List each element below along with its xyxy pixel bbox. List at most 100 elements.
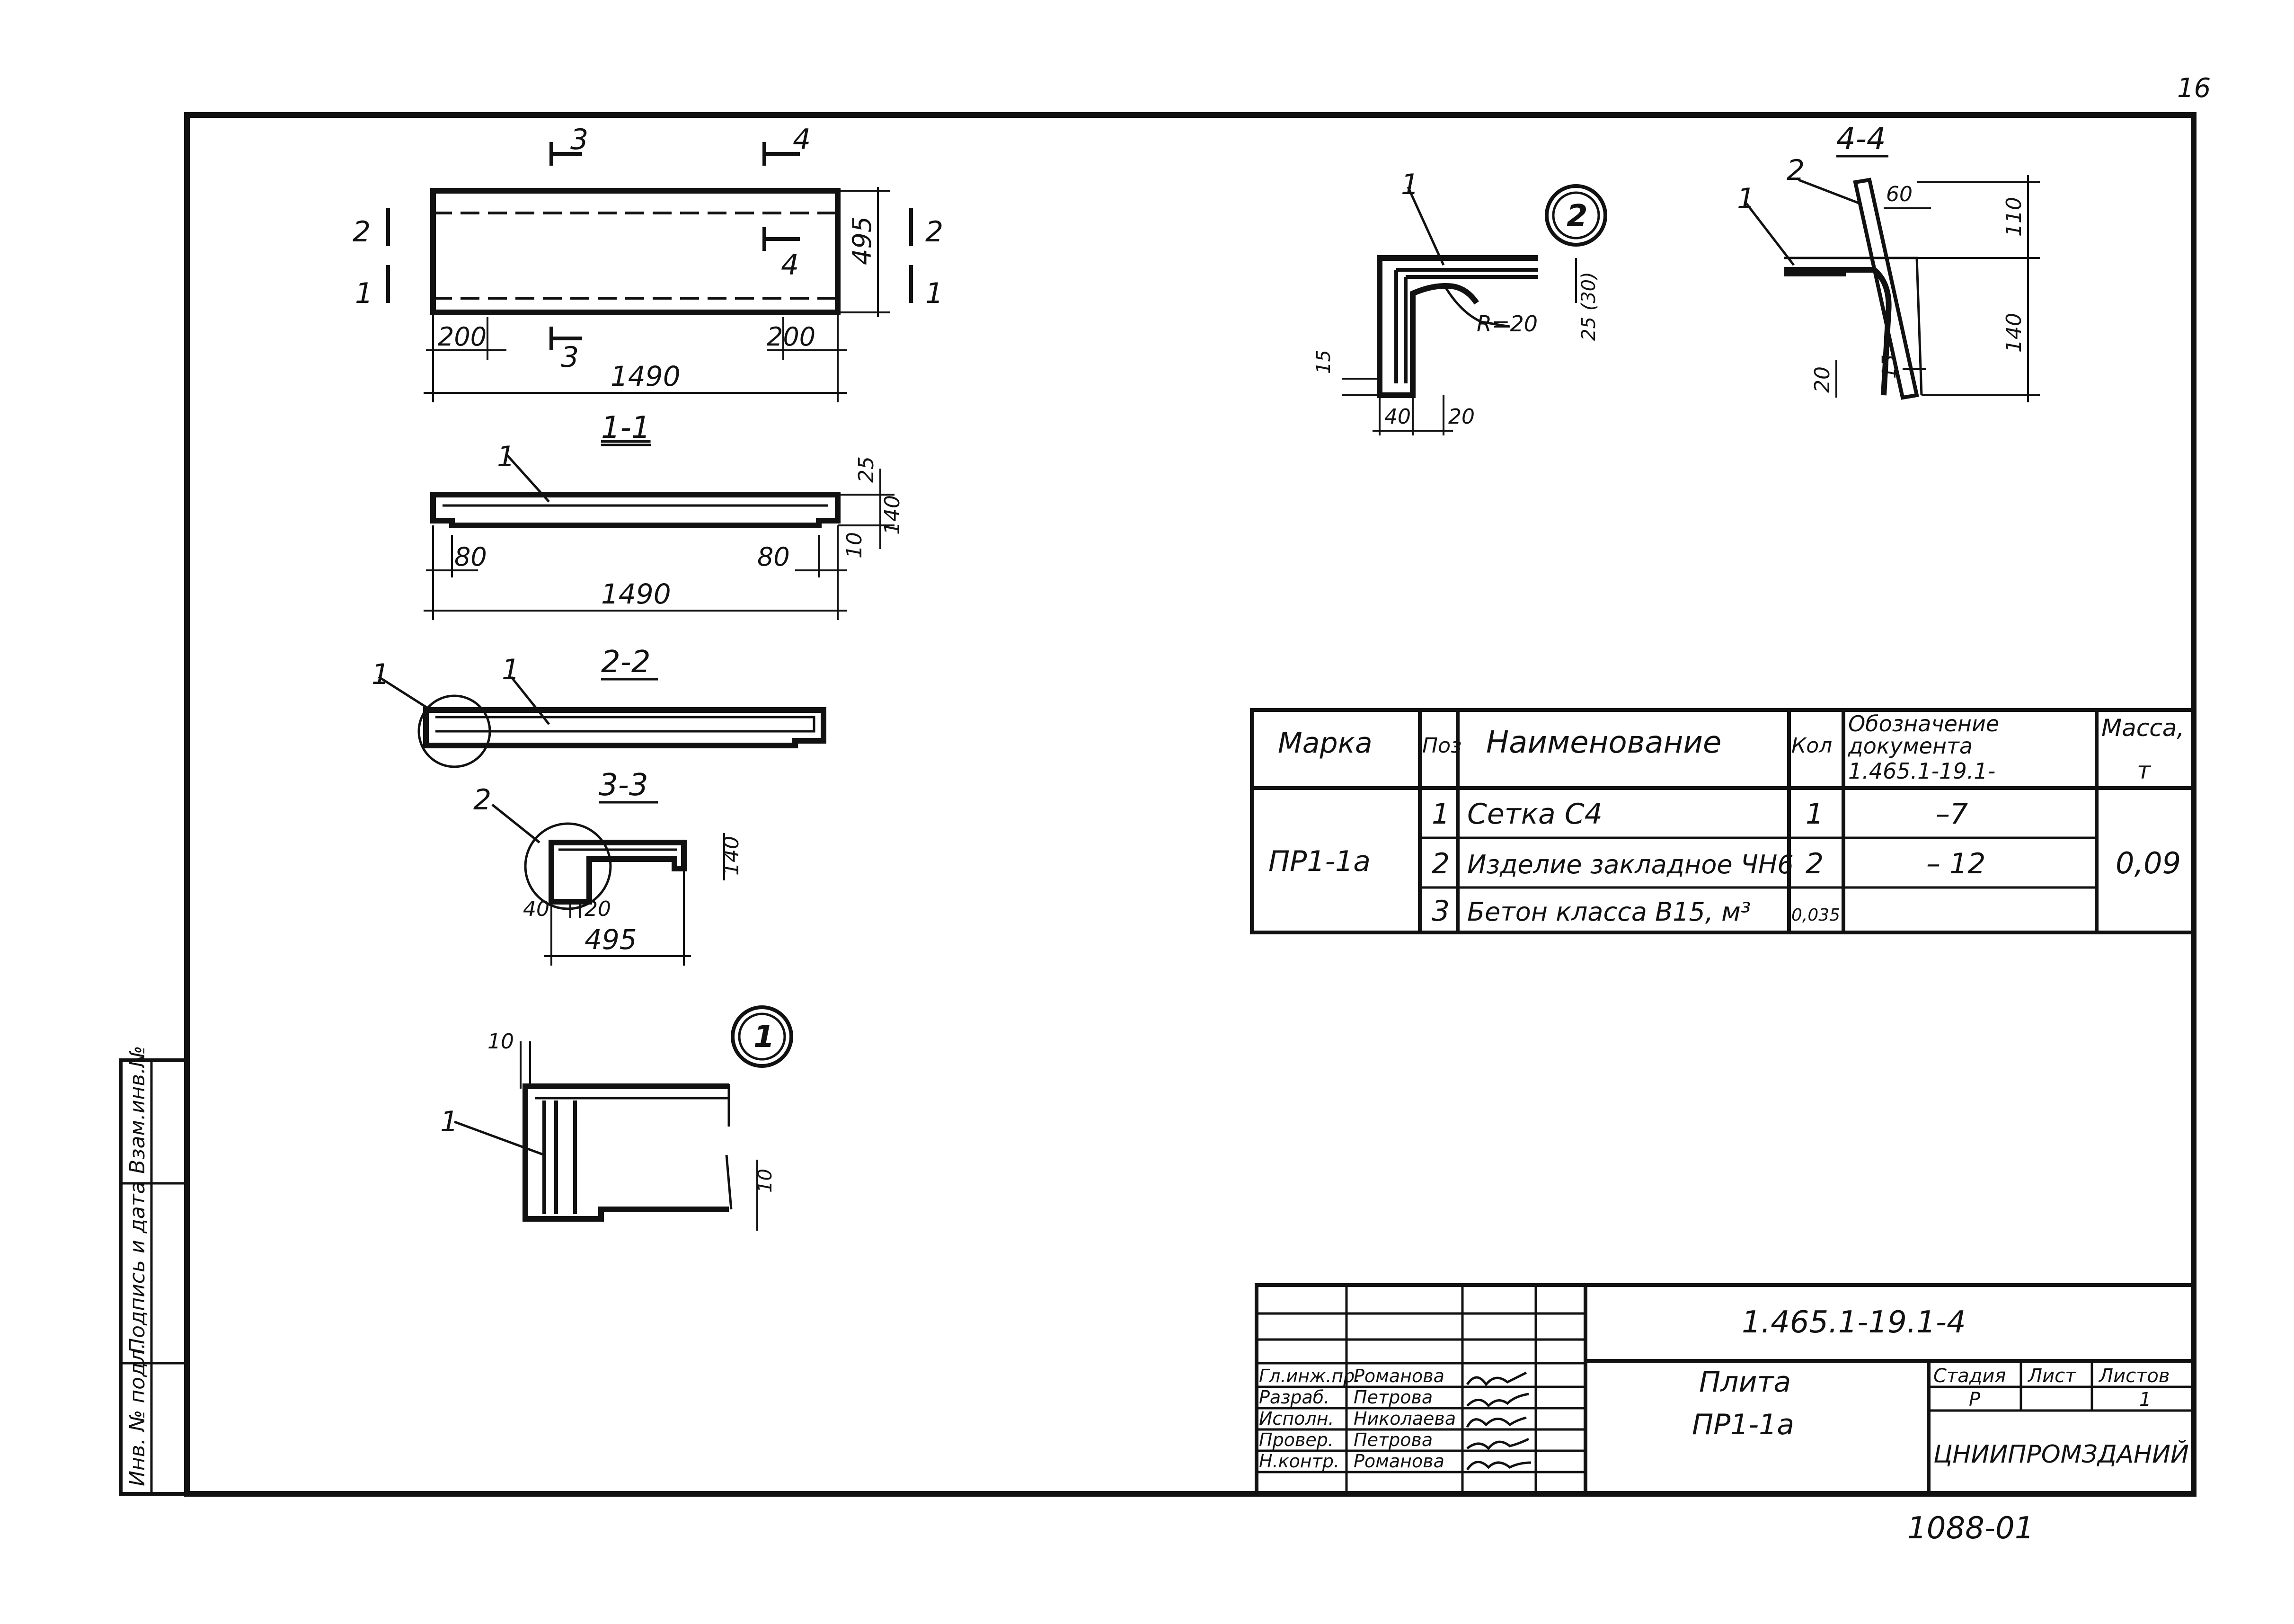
spec-header-qty: Кол xyxy=(1791,734,1832,758)
signer-role: Гл.инж.пр. xyxy=(1259,1366,1360,1386)
spec-header-doc-line3: 1.465.1-19.1- xyxy=(1848,758,1995,784)
page-number: 16 xyxy=(2177,73,2211,104)
list-item: Разраб. Петрова xyxy=(1259,1387,1433,1408)
section-3-3-title: 3-3 xyxy=(599,768,648,803)
plan-dim-width: 495 xyxy=(847,216,877,265)
spec-header-mass-line1: Масса, xyxy=(2101,714,2184,742)
node-1-pos: 1 xyxy=(440,1105,458,1138)
plan-section-3-bottom: 3 xyxy=(561,341,579,374)
node-2-label: 2 xyxy=(1567,199,1588,234)
list-item: Гл.инж.пр. Романова xyxy=(1259,1366,1444,1386)
signer-role: Провер. xyxy=(1259,1429,1334,1450)
section-2-2: 2-2 1 1 xyxy=(372,645,826,768)
plan-section-3-top: 3 xyxy=(570,123,588,156)
plan-section-2-left: 2 xyxy=(353,215,371,248)
spec-row-pos: 2 xyxy=(1432,847,1450,880)
plan-section-4-mid: 4 xyxy=(781,248,799,282)
spec-row-pos: 1 xyxy=(1432,798,1450,831)
section-4-4-dim-140: 140 xyxy=(2002,313,2026,353)
section-4-4-dim-110: 110 xyxy=(2002,197,2026,237)
node-1-detail: 1 1 10 10 xyxy=(440,1005,793,1231)
plan-dim-length: 1490 xyxy=(611,360,681,392)
spec-row-pos: 3 xyxy=(1432,895,1450,928)
section-3-3-dim-a: 40 xyxy=(523,897,549,921)
signer-name: Николаева xyxy=(1354,1408,1456,1429)
section-4-4-dim-60: 60 xyxy=(1886,182,1913,206)
title-line2: ПР1-1а xyxy=(1692,1408,1794,1441)
spec-row-name: Бетон класса В15, м³ xyxy=(1467,897,1751,927)
spec-row-qty: 0,035 xyxy=(1791,905,1840,925)
list-item: Н.контр. Романова xyxy=(1259,1451,1444,1472)
node-1-dim-top: 10 xyxy=(487,1029,514,1054)
plan-view: 3 3 4 4 2 1 2 1 495 200 200 1490 xyxy=(353,123,943,402)
node-2-pos: 1 xyxy=(1401,168,1419,201)
spec-header-mark: Марка xyxy=(1278,727,1373,760)
signer-name: Петрова xyxy=(1354,1429,1433,1450)
node-1-label: 1 xyxy=(753,1020,775,1055)
plan-section-1-right: 1 xyxy=(925,277,943,310)
archive-number: 1088-01 xyxy=(1907,1511,2034,1546)
spec-row-qty: 2 xyxy=(1806,847,1824,880)
stamp-replace-inv: Взам.инв.№ xyxy=(125,1046,150,1174)
node-1-dim-side: 10 xyxy=(754,1169,776,1193)
plan-section-4-top: 4 xyxy=(793,123,811,156)
stamp-inv-original: Инв. № подл. xyxy=(125,1342,150,1486)
section-3-3-dim-width: 495 xyxy=(585,923,637,956)
spec-mark: ПР1-1а xyxy=(1268,845,1371,878)
table-row: 2 Изделие закладное ЧН6 2 – 12 xyxy=(1432,847,1985,880)
section-3-3-pos: 2 xyxy=(473,783,491,816)
plan-dim-end-right: 200 xyxy=(767,322,815,352)
left-stamp: Инв. № подл. Подпись и дата Взам.инв.№ xyxy=(119,1046,189,1496)
spec-row-doc: – 12 xyxy=(1926,847,1985,880)
section-4-4: 4-4 1 2 60 110 140 20 15 xyxy=(1737,122,2040,402)
title-code: 1.465.1-19.1-4 xyxy=(1742,1305,1966,1340)
list-item: Исполн. Николаева xyxy=(1259,1408,1456,1429)
section-3-3-dim-height: 140 xyxy=(719,836,744,876)
signer-name: Романова xyxy=(1354,1451,1444,1472)
list-item: Провер. Петрова xyxy=(1259,1429,1433,1450)
spec-row-name: Сетка С4 xyxy=(1467,798,1603,831)
title-stage-label: Стадия xyxy=(1933,1365,2006,1387)
plan-section-2-right: 2 xyxy=(925,215,943,248)
title-org: ЦНИИПРОМЗДАНИЙ xyxy=(1933,1440,2189,1469)
title-sheet-label: Лист xyxy=(2027,1365,2077,1387)
section-4-4-dim-20: 20 xyxy=(1810,366,1834,393)
title-line1: Плита xyxy=(1699,1366,1791,1399)
title-stage: Р xyxy=(1969,1389,1981,1411)
spec-row-doc: –7 xyxy=(1936,798,1968,831)
section-1-1-title: 1-1 xyxy=(601,410,651,445)
table-row: 1 Сетка С4 1 –7 xyxy=(1432,798,1968,831)
plan-dim-end-left: 200 xyxy=(438,322,487,352)
stamp-signature-date: Подпись и дата xyxy=(125,1181,150,1354)
spec-row-name: Изделие закладное ЧН6 xyxy=(1467,850,1794,879)
section-2-2-pos-b: 1 xyxy=(502,653,520,686)
section-1-1: 1-1 1 25 140 10 80 80 1490 xyxy=(424,410,904,620)
spec-table: Марка Поз Наименование Кол Обозначение д… xyxy=(1250,708,2196,934)
signer-role: Разраб. xyxy=(1259,1387,1329,1408)
spec-header-doc-line1: Обозначение xyxy=(1848,711,1999,737)
table-row: 3 Бетон класса В15, м³ 0,035 xyxy=(1432,895,1840,928)
section-1-1-dim-thk: 140 xyxy=(880,495,904,535)
signer-name: Петрова xyxy=(1354,1387,1433,1408)
section-4-4-pos-2: 2 xyxy=(1787,154,1805,187)
section-1-1-pos: 1 xyxy=(497,440,515,473)
spec-header-pos: Поз xyxy=(1422,734,1461,758)
spec-row-qty: 1 xyxy=(1806,798,1824,831)
node-2-dim-15: 15 xyxy=(1313,350,1335,374)
signatures xyxy=(1466,1371,1532,1471)
section-4-4-pos-1: 1 xyxy=(1737,182,1755,215)
signer-role: Исполн. xyxy=(1259,1408,1334,1429)
section-1-1-dim-top: 25 xyxy=(854,456,878,483)
title-block: 1.465.1-19.1-4 Плита ПР1-1а Стадия Лист … xyxy=(1255,1283,2196,1496)
node-2-radius: R=20 xyxy=(1477,311,1538,337)
section-1-1-dim-end-right: 80 xyxy=(757,542,790,572)
spec-header-name: Наименование xyxy=(1486,725,1721,760)
node-2-dim-cover: 25 (30) xyxy=(1578,272,1600,341)
spec-header-mass-line2: т xyxy=(2137,757,2152,784)
node-2-dim-20: 20 xyxy=(1448,405,1475,429)
section-1-1-dim-bot: 10 xyxy=(842,532,867,559)
plan-section-1-left: 1 xyxy=(355,277,373,310)
signer-role: Н.контр. xyxy=(1259,1451,1339,1472)
title-sheets-label: Листов xyxy=(2098,1365,2170,1387)
